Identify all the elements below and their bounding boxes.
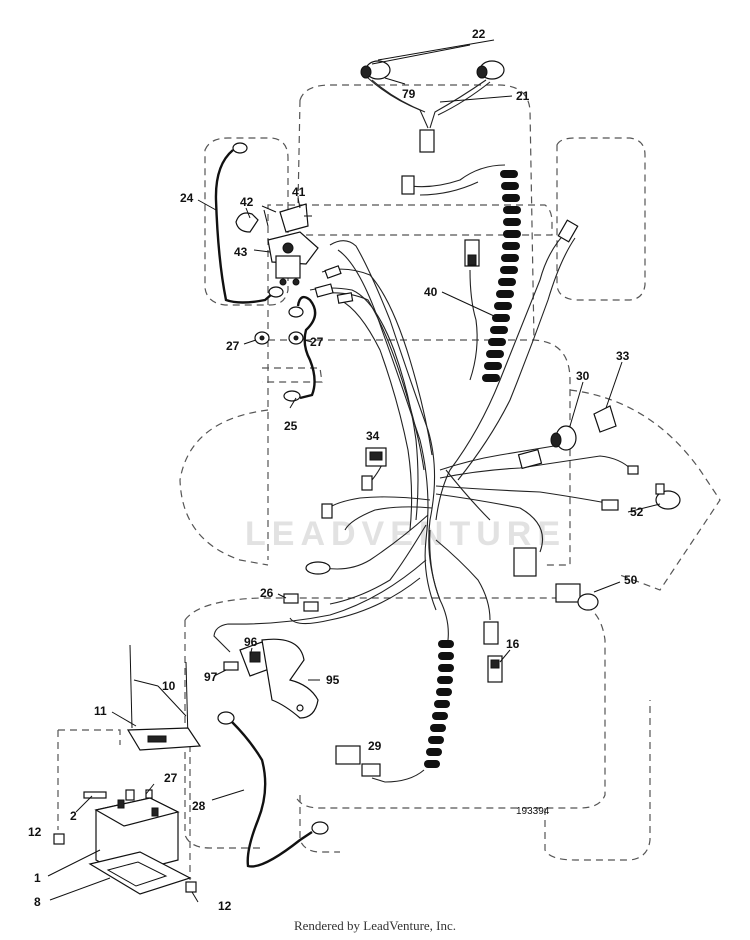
drawing-number: 193394	[516, 806, 550, 817]
callout-28: 28	[192, 799, 206, 813]
nut-12	[53, 833, 199, 903]
relay-33	[593, 361, 623, 433]
callout-24: 24	[180, 191, 194, 205]
callout-27-lower: 27	[164, 771, 178, 785]
switch-50	[555, 581, 621, 611]
callout-27-upper-left: 27	[226, 339, 240, 353]
connector-26	[277, 593, 319, 612]
cable-25	[243, 295, 317, 409]
seat-switch-assembly	[213, 638, 320, 719]
bulb-52	[627, 483, 681, 513]
connector-16	[487, 649, 511, 683]
callout-12-left: 12	[28, 825, 42, 839]
watermark-text: LEADVENTURE	[245, 515, 566, 553]
callout-29: 29	[368, 739, 382, 753]
switch-29	[335, 745, 381, 777]
callout-12-right: 12	[218, 899, 232, 913]
callout-26: 26	[260, 586, 274, 600]
switch-34	[365, 447, 387, 467]
callout-79: 79	[402, 87, 416, 101]
callout-52: 52	[630, 505, 644, 519]
coiled-loom-lower	[371, 640, 454, 783]
callout-95: 95	[326, 673, 340, 687]
callout-33: 33	[616, 349, 630, 363]
callout-8: 8	[34, 895, 41, 909]
main-harness	[213, 164, 633, 653]
callout-10: 10	[162, 679, 176, 693]
harness-connectors	[305, 175, 639, 645]
headlight-assembly	[360, 39, 513, 153]
callout-40: 40	[424, 285, 438, 299]
callout-11: 11	[94, 704, 107, 718]
coiled-loom-upper	[441, 170, 521, 382]
callout-25: 25	[284, 419, 298, 433]
callout-42: 42	[240, 195, 254, 209]
callout-30: 30	[576, 369, 590, 383]
cable-28	[211, 711, 329, 868]
callout-2: 2	[70, 809, 77, 823]
callout-96: 96	[244, 635, 258, 649]
callout-50: 50	[624, 573, 638, 587]
battery-holddown	[111, 644, 202, 751]
callout-41: 41	[292, 185, 306, 199]
callout-43: 43	[234, 245, 248, 259]
callout-16: 16	[506, 637, 520, 651]
callout-21: 21	[516, 89, 530, 103]
ignition-switch-30	[550, 381, 584, 451]
callout-34: 34	[366, 429, 380, 443]
render-credit: Rendered by LeadVenture, Inc.	[293, 918, 457, 933]
cable-24	[197, 142, 284, 304]
callout-97: 97	[204, 670, 218, 684]
tractor-outline	[57, 84, 721, 880]
terminal-hardware	[75, 783, 155, 813]
callout-22: 22	[472, 27, 486, 41]
solenoid-43	[235, 197, 319, 286]
battery	[47, 797, 192, 901]
callout-27-upper-right: 27	[310, 335, 324, 349]
callout-labels: 22 79 21 24 42 41 43 40 27 27 25 34 30 3…	[28, 27, 644, 913]
callout-1: 1	[34, 871, 41, 885]
